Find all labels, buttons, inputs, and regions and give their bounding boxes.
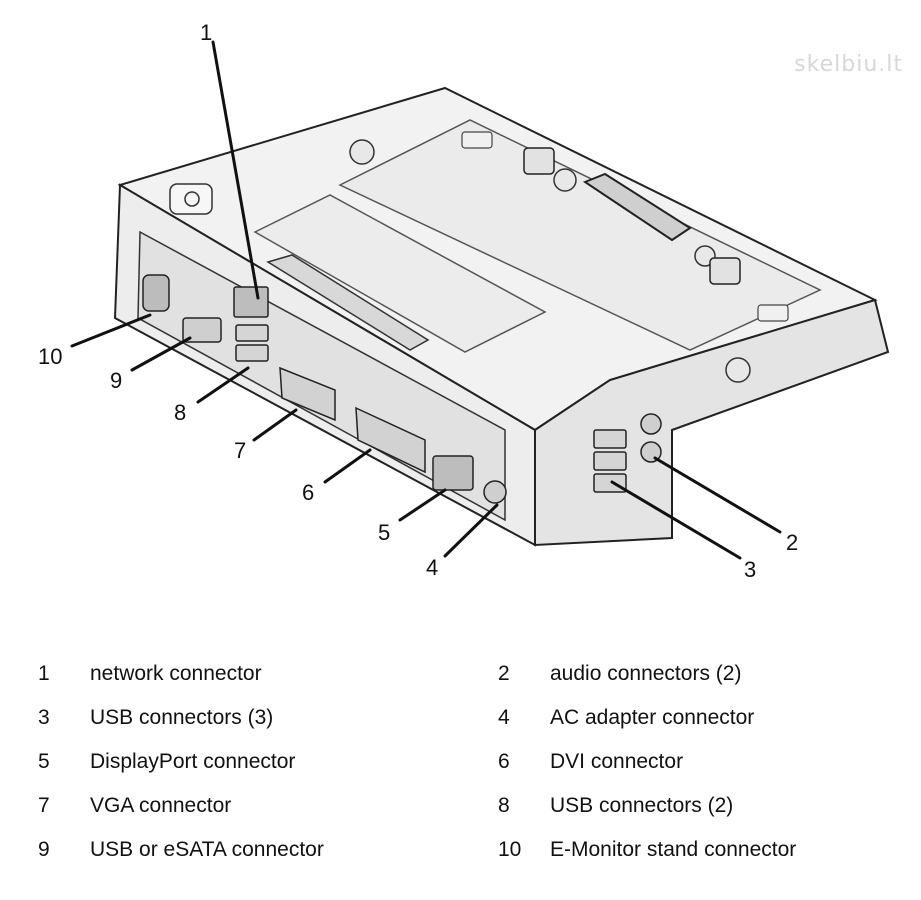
legend-item: 10 E-Monitor stand connector xyxy=(498,838,796,862)
latch-icon xyxy=(709,257,741,285)
slot-icon xyxy=(461,131,493,149)
callout-7: 7 xyxy=(234,438,246,463)
vga-port xyxy=(279,366,336,422)
legend-number: 1 xyxy=(38,662,50,685)
callout-6: 6 xyxy=(302,480,314,505)
usb-port xyxy=(593,473,627,493)
peg-icon xyxy=(725,357,751,383)
leader-line-5 xyxy=(398,488,447,522)
callout-2: 2 xyxy=(786,530,798,555)
legend-item: 1 network connector xyxy=(38,662,262,686)
legend-item: 2 audio connectors (2) xyxy=(498,662,741,686)
slot-icon xyxy=(757,304,789,322)
legend-number: 4 xyxy=(498,706,510,729)
legend-label: USB or eSATA connector xyxy=(90,838,324,861)
latch-icon xyxy=(523,147,555,175)
legend-label: VGA connector xyxy=(90,794,232,817)
legend-number: 9 xyxy=(38,838,50,861)
callout-9: 9 xyxy=(110,368,122,393)
usb-port xyxy=(235,324,269,342)
legend-item: 3 USB connectors (3) xyxy=(38,706,273,730)
legend-number: 7 xyxy=(38,794,50,817)
power-icon xyxy=(184,191,200,207)
legend-number: 5 xyxy=(38,750,50,773)
legend-row: 3 USB connectors (3) 4 AC adapter connec… xyxy=(0,706,921,736)
legend-label: network connector xyxy=(90,662,262,685)
legend-item: 9 USB or eSATA connector xyxy=(38,838,324,862)
legend-number: 3 xyxy=(38,706,50,729)
legend-number: 2 xyxy=(498,662,510,685)
legend-label: audio connectors (2) xyxy=(550,662,742,685)
usb-port xyxy=(593,429,627,449)
leader-line-7 xyxy=(252,408,298,442)
displayport-port xyxy=(432,455,474,491)
callout-8: 8 xyxy=(174,400,186,425)
legend-row: 7 VGA connector 8 USB connectors (2) xyxy=(0,794,921,824)
watermark: skelbiu.lt xyxy=(794,52,903,77)
leader-line-4 xyxy=(443,503,499,558)
leader-line-10 xyxy=(70,313,152,348)
legend-label: AC adapter connector xyxy=(550,706,755,729)
callout-5: 5 xyxy=(378,520,390,545)
usb-port xyxy=(593,451,627,471)
legend-item: 6 DVI connector xyxy=(498,750,683,774)
leader-line-6 xyxy=(323,448,372,484)
peg-icon xyxy=(349,139,375,165)
legend-label: DVI connector xyxy=(550,750,684,773)
callout-10: 10 xyxy=(38,344,62,369)
eject-slider xyxy=(266,254,430,351)
e-monitor-stand-port xyxy=(142,274,170,312)
power-button xyxy=(169,183,213,215)
ac-adapter-port xyxy=(483,480,507,504)
legend-row: 1 network connector 2 audio connectors (… xyxy=(0,662,921,692)
audio-port xyxy=(640,413,662,435)
leader-line-8 xyxy=(196,366,250,404)
legend-label: E-Monitor stand connector xyxy=(550,838,797,861)
legend-item: 8 USB connectors (2) xyxy=(498,794,733,818)
legend-number: 8 xyxy=(498,794,510,817)
peg-icon xyxy=(553,168,577,192)
docking-connector xyxy=(582,172,692,242)
legend-label: USB connectors (3) xyxy=(90,706,274,729)
legend-row: 5 DisplayPort connector 6 DVI connector xyxy=(0,750,921,780)
legend-number: 10 xyxy=(498,838,522,861)
leader-line-9 xyxy=(130,336,192,372)
network-port xyxy=(233,286,269,318)
legend-label: DisplayPort connector xyxy=(90,750,296,773)
legend-item: 4 AC adapter connector xyxy=(498,706,754,730)
legend-row: 9 USB or eSATA connector 10 E-Monitor st… xyxy=(0,838,921,868)
dock-top-plate xyxy=(338,119,822,351)
usb-esata-port xyxy=(182,317,222,343)
dock-lid-panel xyxy=(253,194,547,353)
leader-line-2 xyxy=(653,456,782,534)
dvi-port xyxy=(355,406,426,474)
legend-number: 6 xyxy=(498,750,510,773)
usb-port xyxy=(235,344,269,362)
leader-line-3 xyxy=(610,480,742,560)
legend-item: 5 DisplayPort connector xyxy=(38,750,295,774)
legend-label: USB connectors (2) xyxy=(550,794,734,817)
legend-item: 7 VGA connector xyxy=(38,794,231,818)
callout-3: 3 xyxy=(744,557,756,582)
leader-line-1 xyxy=(211,40,260,300)
docking-station-diagram: 1 2 3 4 5 6 7 8 9 10 xyxy=(38,20,890,582)
callout-4: 4 xyxy=(426,555,438,580)
callout-1: 1 xyxy=(200,20,212,45)
